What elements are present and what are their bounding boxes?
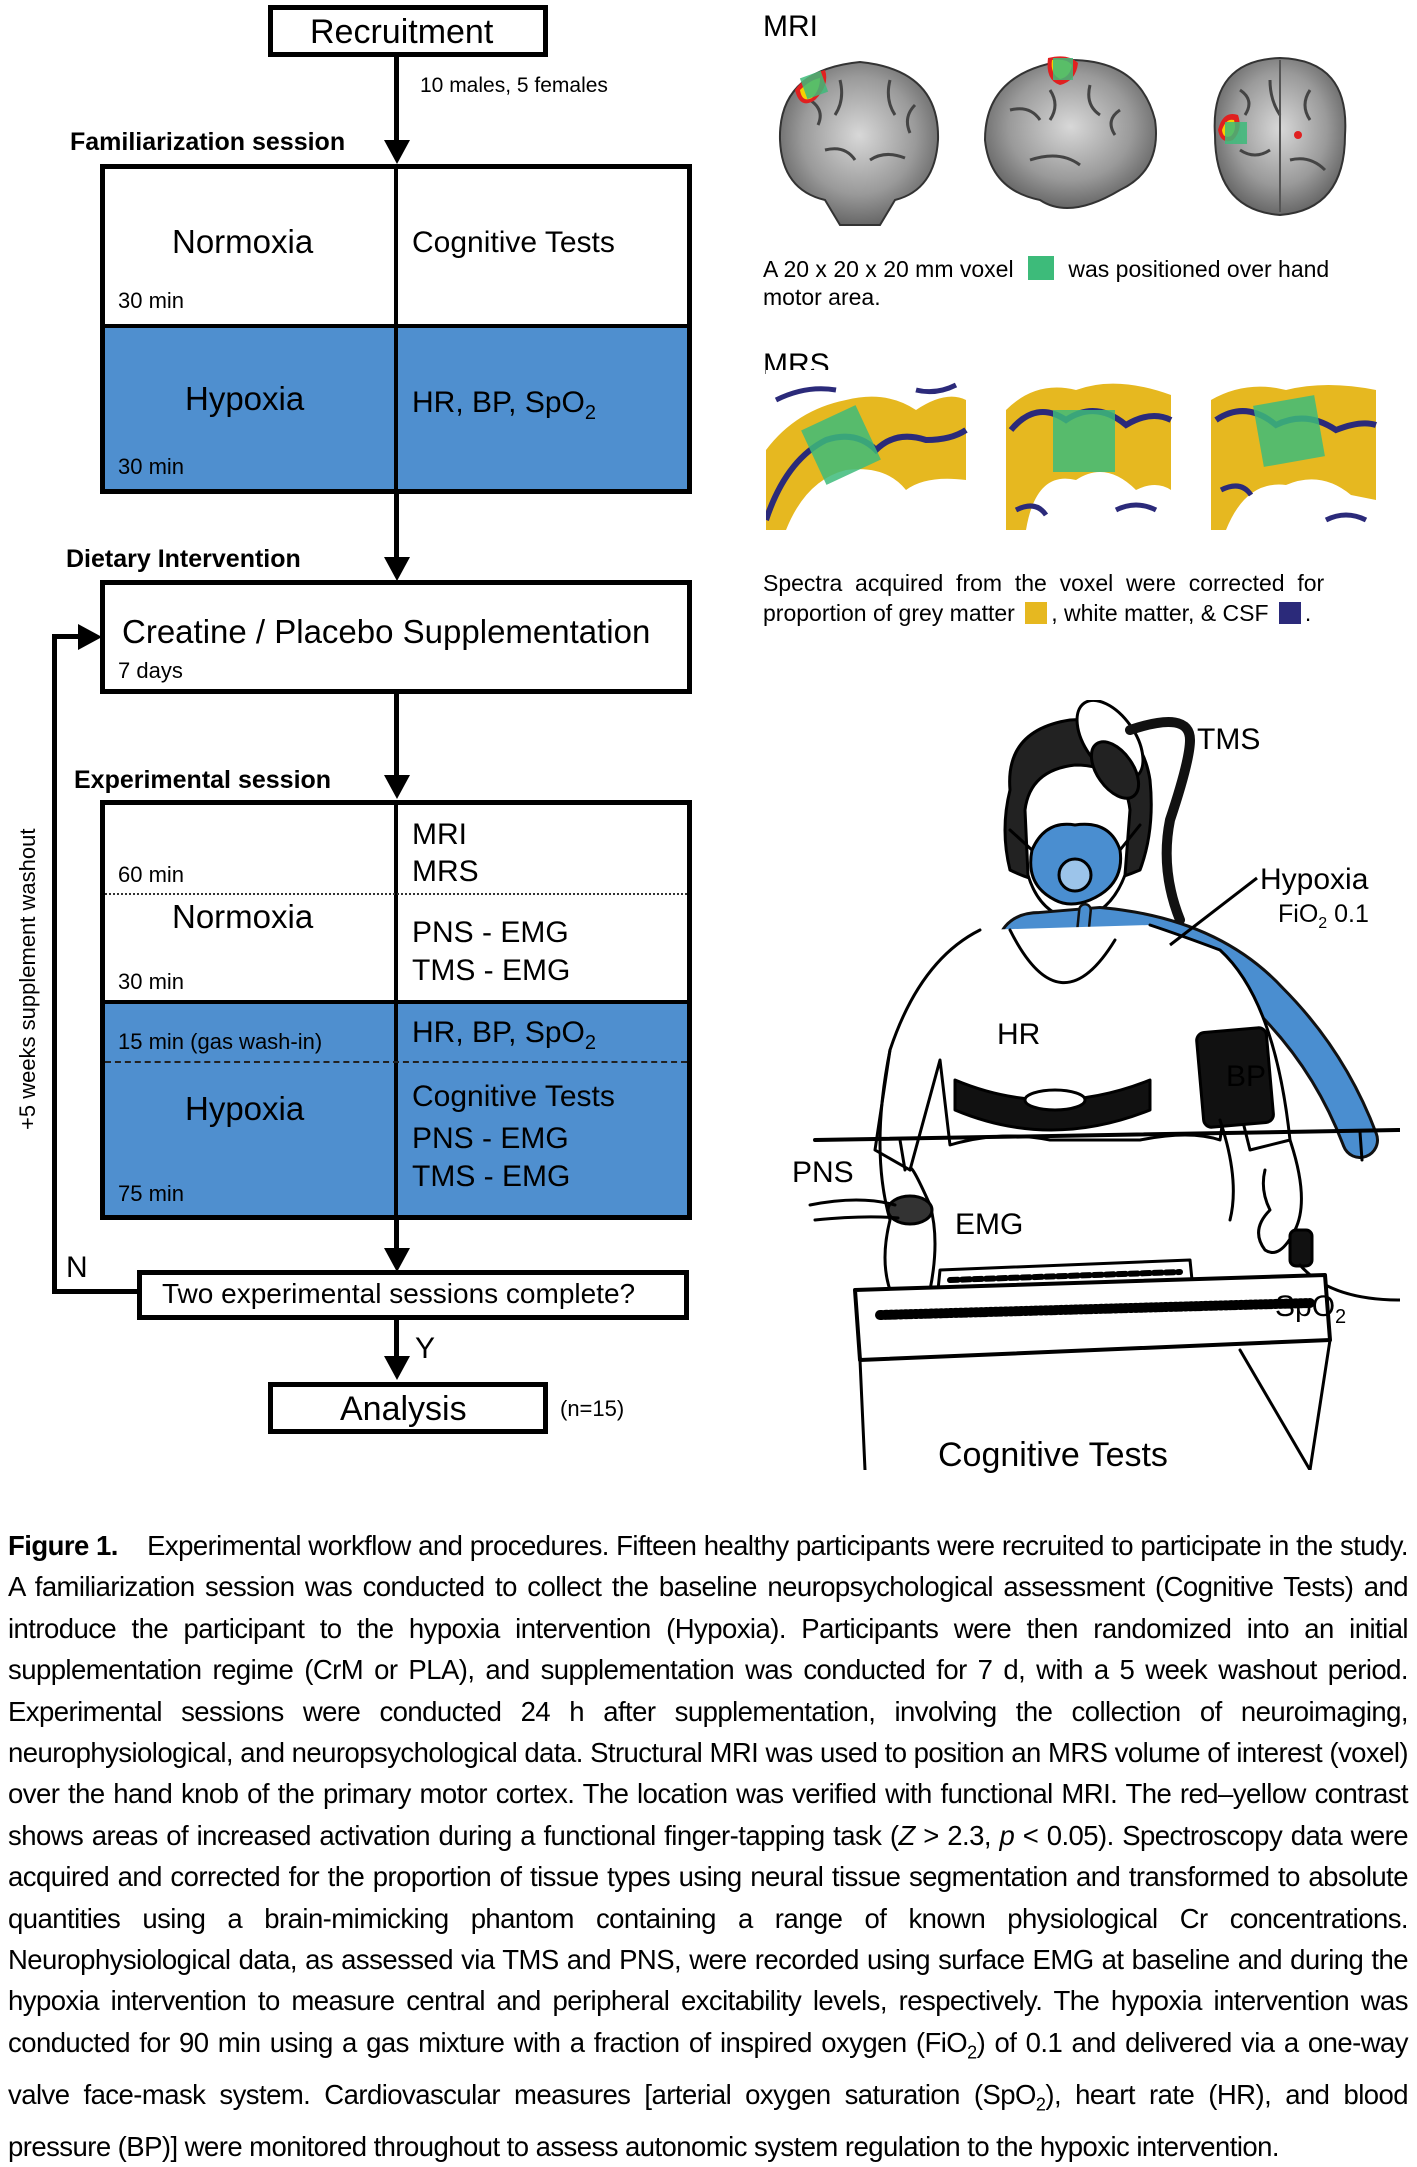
caption-text: p (999, 1819, 1015, 1851)
normoxia-label: Normoxia (172, 223, 314, 260)
caption-text: 2 (967, 2042, 977, 2063)
pns-electrodes-icon (808, 1194, 934, 1226)
mri-brain-images (778, 56, 1347, 226)
hr-label: HR (997, 1018, 1041, 1051)
voxel-text-line1: A 20 x 20 x 20 mm voxel was positioned o… (763, 256, 1330, 282)
caption-text: Experimental workflow and procedures. Fi… (8, 1530, 1409, 1851)
cognitive-tests-label: Cognitive Tests (938, 1436, 1168, 1474)
mrs-segmentation-images (766, 370, 1377, 530)
analysis-label: Analysis (340, 1390, 467, 1428)
time-label: 30 min (118, 288, 185, 313)
caption-text: 2 (1035, 2094, 1046, 2115)
recruitment-box (268, 5, 548, 57)
time-label: 7 days (118, 658, 183, 683)
spo2-label: SpO2 (1275, 1290, 1347, 1328)
normoxia-label: Normoxia (172, 898, 314, 935)
flow-arrow-icon (384, 140, 410, 164)
participants-label: 10 males, 5 females (420, 74, 608, 97)
decision-box (137, 1270, 689, 1320)
cognitive-tests-label: Cognitive Tests (412, 226, 615, 259)
recruitment-label: Recruitment (310, 13, 494, 51)
mri-heading: MRI (763, 10, 818, 43)
dashed-divider (105, 1061, 687, 1063)
flow-arrow-icon (384, 775, 410, 799)
figure-label: Figure 1. (8, 1530, 118, 1561)
no-label: N (66, 1251, 88, 1284)
divider (394, 169, 398, 489)
tms-emg-label: TMS - EMG (412, 954, 571, 987)
mrs-segmentation-panel-1 (766, 370, 968, 530)
tms-emg-label: TMS - EMG (412, 1160, 571, 1193)
yes-label: Y (415, 1332, 436, 1365)
n-label: (n=15) (560, 1396, 625, 1421)
time-label: 60 min (118, 862, 185, 887)
analysis-box (268, 1382, 548, 1434)
hr-bp-spo2-label: HR, BP, SpO2 (412, 1016, 596, 1054)
bp-label: BP (1226, 1060, 1267, 1093)
time-label: 30 min (118, 969, 185, 994)
axial-slice-icon (1213, 56, 1347, 217)
loop-arrow-icon (78, 624, 102, 650)
face-mask-icon (1008, 822, 1142, 906)
flow-connector (394, 1220, 399, 1253)
caption-text: < 0.05). Spectroscopy data were acquired… (8, 1819, 1409, 2058)
csf-swatch (1278, 602, 1301, 624)
cognitive-tests-label: Cognitive Tests (412, 1080, 615, 1113)
voxel-swatch (1027, 256, 1054, 280)
flow-connector (394, 57, 399, 142)
emg-label: EMG (955, 1208, 1024, 1241)
flow-arrow-icon (384, 1356, 410, 1380)
tms-coil-icon (1075, 700, 1195, 925)
flow-connector (394, 1320, 399, 1360)
familiarization-title: Familiarization session (70, 128, 346, 156)
flow-connector (394, 694, 399, 777)
divider (394, 805, 398, 1215)
mrs-label: MRS (412, 855, 479, 888)
mrs-segmentation-panel-3 (1211, 370, 1377, 530)
pulse-oximeter-icon (1288, 1228, 1400, 1302)
participant-setup-drawing (808, 700, 1400, 1470)
mrs-segmentation-panel-2 (1006, 370, 1173, 530)
supplementation-label: Creatine / Placebo Supplementation (122, 613, 651, 650)
heart-rate-belt-icon (953, 1078, 1152, 1132)
grey-matter-swatch (1025, 602, 1048, 624)
pns-emg-label: PNS - EMG (412, 1122, 569, 1155)
decision-label: Two experimental sessions complete? (162, 1278, 636, 1309)
experimental-title: Experimental session (74, 766, 332, 794)
hypoxia-label: Hypoxia (185, 1090, 305, 1127)
hr-bp-spo2-label: HR, BP, SpO2 (412, 386, 596, 424)
loop-connector (52, 634, 57, 1294)
dietary-title: Dietary Intervention (66, 545, 301, 573)
flow-arrow-icon (384, 557, 410, 581)
computer-monitor-icon (853, 1273, 1332, 1470)
hypoxia-label: Hypoxia (1260, 863, 1369, 896)
time-label: 30 min (118, 454, 185, 479)
fio2-label: FiO2 0.1 (1278, 900, 1369, 932)
caption-text: Z (898, 1819, 916, 1851)
supplementation-box (100, 580, 692, 694)
gas-washin-label: 15 min (gas wash-in) (118, 1029, 323, 1054)
figure-caption: Figure 1. Experimental workflow and proc… (8, 1525, 1409, 2167)
dotted-divider (105, 893, 687, 895)
pns-label: PNS (792, 1156, 854, 1189)
spectra-text-line1: Spectra acquired from the voxel were cor… (763, 570, 1325, 596)
sagittal-slice-icon (983, 56, 1157, 209)
washout-label: +5 weeks supplement washout (15, 828, 40, 1130)
mri-label: MRI (412, 818, 467, 851)
flow-arrow-icon (384, 1248, 410, 1272)
caption-text: ) of 0.1 and delivered via a one-way val… (8, 2026, 1409, 2110)
spectra-text-line2: proportion of grey matter , white matter… (763, 600, 1312, 626)
flow-connector (394, 494, 399, 559)
blood-pressure-cuff-icon (1195, 1026, 1275, 1129)
loop-connector (52, 1289, 137, 1294)
loop-connector (52, 634, 80, 639)
coronal-slice-icon (778, 60, 940, 226)
voxel-text-line2: motor area. (763, 284, 881, 310)
pns-emg-label: PNS - EMG (412, 916, 569, 949)
time-label: 75 min (118, 1181, 185, 1206)
hypoxia-label: Hypoxia (185, 380, 305, 417)
caption-text: > 2.3, (914, 1819, 1000, 1851)
tms-label: TMS (1197, 723, 1261, 756)
hypoxia-pointer-line (1169, 876, 1258, 947)
